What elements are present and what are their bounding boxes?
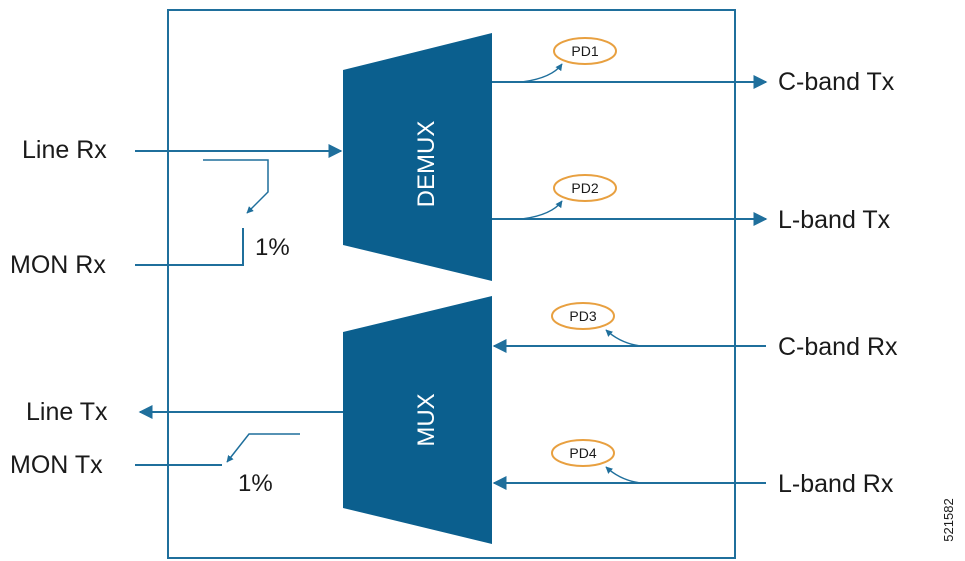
mon-rx-wire [135, 228, 244, 266]
figure-id: 521582 [941, 498, 956, 541]
pd3-label: PD3 [569, 308, 596, 324]
pd2-tap [521, 200, 563, 220]
line-tx-label: Line Tx [26, 398, 108, 426]
mux-label: MUX [413, 393, 440, 446]
pd4-tap [605, 466, 641, 484]
mux-block [343, 296, 492, 544]
mon-tx-label: MON Tx [10, 451, 103, 479]
pd1-tap [521, 63, 563, 83]
pd1-indicator [553, 37, 617, 65]
rx-tap-percent: 1% [255, 234, 290, 261]
c-band-rx-label: C-band Rx [778, 333, 898, 361]
pd3-tap [605, 329, 641, 347]
pd2-label: PD2 [571, 180, 598, 196]
tx-tap-coupler [226, 433, 300, 463]
pd3-indicator [551, 302, 615, 330]
pd4-indicator [551, 439, 615, 467]
tx-tap-percent: 1% [238, 470, 273, 497]
rx-tap-coupler [203, 159, 269, 214]
mon-rx-label: MON Rx [10, 251, 106, 279]
pd1-label: PD1 [571, 43, 598, 59]
pd4-label: PD4 [569, 445, 596, 461]
c-band-tx-label: C-band Tx [778, 68, 895, 96]
pd2-indicator [553, 174, 617, 202]
demux-label: DEMUX [413, 121, 440, 208]
module-frame [167, 9, 736, 559]
l-band-tx-label: L-band Tx [778, 206, 891, 234]
demux-block [343, 33, 492, 281]
line-rx-label: Line Rx [22, 136, 107, 164]
l-band-rx-label: L-band Rx [778, 470, 894, 498]
